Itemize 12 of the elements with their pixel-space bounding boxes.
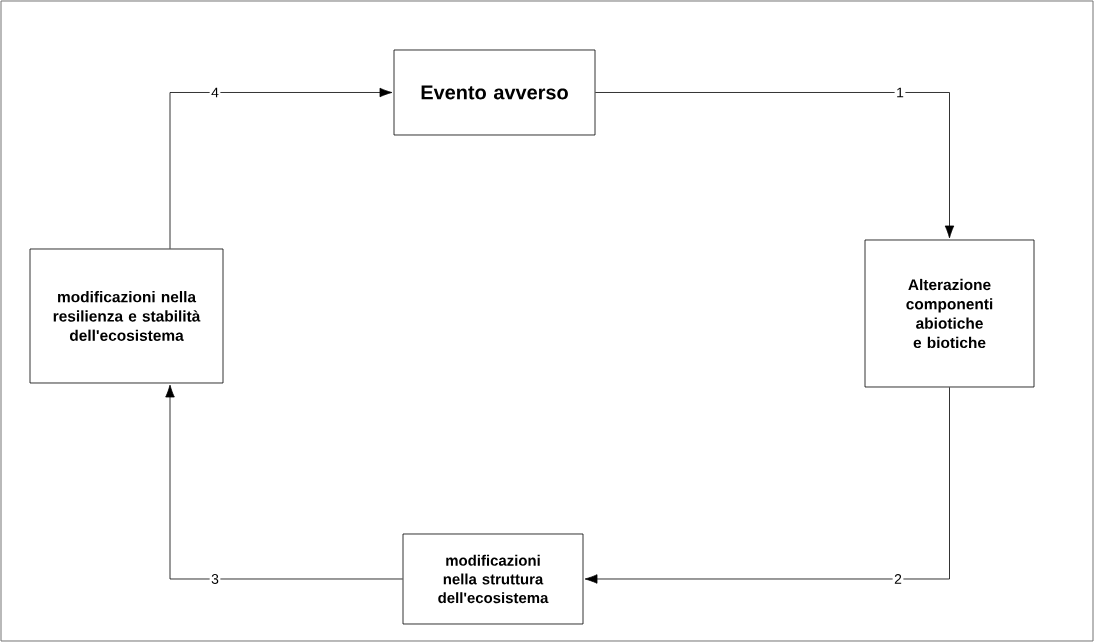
arrow [169,87,393,249]
edge-label: 1 [894,86,906,99]
arrow [165,384,403,580]
process-box: modificazioni nella struttura dell'ecosistema [402,533,584,625]
edge-label: 4 [209,86,221,99]
arrow [595,92,955,239]
process-box: Alterazione componenti abiotiche e biotiche [864,239,1035,388]
process-box: modificazioni nella resilienza e stabilità dell'ecosistema [29,248,224,384]
arrow [584,387,950,584]
process-box: Evento avverso [393,49,596,136]
edge-label: 3 [209,572,221,586]
edge-label: 2 [892,572,904,586]
